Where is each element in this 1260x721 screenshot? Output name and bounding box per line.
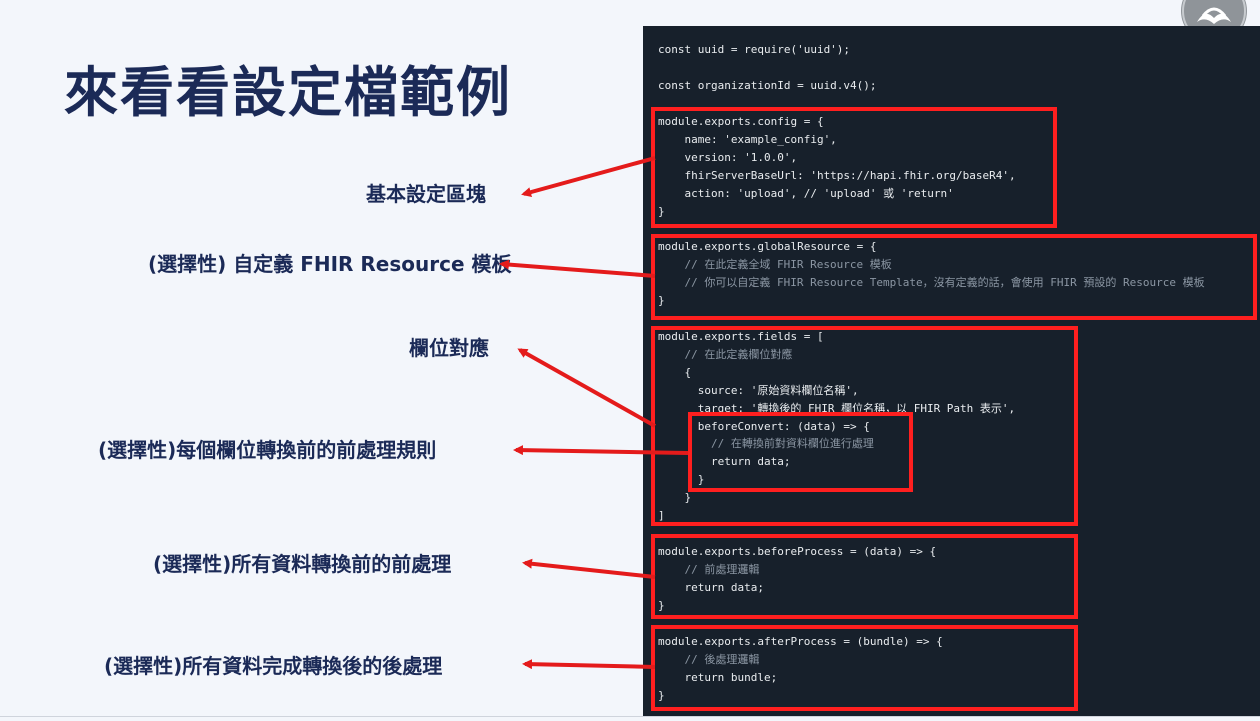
- code-line: source: '原始資料欄位名稱',: [658, 383, 859, 397]
- highlight-before-convert-box: [688, 412, 913, 492]
- code-line: return data;: [658, 455, 791, 469]
- code-before-process-block: module.exports.beforeProcess = (data) =>…: [658, 543, 936, 615]
- code-line: return data;: [658, 580, 764, 594]
- code-fields-block: module.exports.fields = [ // 在此定義欄位對應 { …: [658, 328, 1015, 525]
- arrow-before-convert: [513, 445, 689, 456]
- code-after-process-block: module.exports.afterProcess = (bundle) =…: [658, 633, 943, 705]
- highlight-config-box: [651, 107, 1057, 228]
- arrow-global-resource: [499, 259, 656, 278]
- label-field-mapping: 欄位對應: [409, 336, 489, 360]
- label-before-convert: (選擇性)每個欄位轉換前的前處理規則: [98, 438, 437, 462]
- code-comment: // 前處理邏輯: [658, 562, 760, 576]
- label-after-process: (選擇性)所有資料完成轉換後的後處理: [104, 654, 443, 678]
- code-global-resource-block: module.exports.globalResource = { // 在此定…: [658, 238, 1205, 310]
- label-before-process: (選擇性)所有資料轉換前的前處理: [153, 552, 452, 576]
- code-line: name: 'example_config',: [658, 132, 837, 146]
- code-line: target: '轉換後的 FHIR 欄位名稱，以 FHIR Path 表示',: [658, 401, 1016, 415]
- code-line: const organizationId = uuid.v4();: [658, 78, 877, 92]
- code-line: version: '1.0.0',: [658, 150, 798, 164]
- code-line: const uuid = require('uuid');: [658, 43, 851, 56]
- code-line: beforeConvert: (data) => {: [658, 419, 870, 433]
- code-config-block: module.exports.config = { name: 'example…: [658, 113, 1016, 220]
- code-line: ]: [658, 509, 665, 523]
- code-line: module.exports.fields = [: [658, 330, 824, 343]
- code-line: }: [658, 204, 665, 218]
- code-line: module.exports.globalResource = {: [658, 240, 877, 253]
- code-line: fhirServerBaseUrl: 'https://hapi.fhir.or…: [658, 168, 1016, 182]
- code-comment: // 在此定義全域 FHIR Resource 模板: [658, 257, 892, 271]
- code-line: module.exports.beforeProcess = (data) =>…: [658, 545, 937, 558]
- code-line: }: [658, 688, 665, 702]
- code-comment: // 在轉換前對資料欄位進行處理: [658, 437, 874, 451]
- code-line: return bundle;: [658, 670, 778, 684]
- code-comment: // 你可以自定義 FHIR Resource Template，沒有定義的話，…: [658, 275, 1205, 289]
- code-header: const uuid = require('uuid'); const orga…: [658, 41, 877, 95]
- code-line: }: [658, 598, 665, 612]
- code-line: action: 'upload', // 'upload' 或 'return': [658, 186, 954, 200]
- code-comment: // 後處理邏輯: [658, 652, 760, 666]
- label-global-resource: (選擇性) 自定義 FHIR Resource 模板: [148, 252, 512, 276]
- slide-title: 來看看設定檔範例: [64, 61, 512, 124]
- arrow-field-mapping: [517, 348, 656, 428]
- slide-bottom-divider: [0, 716, 1260, 717]
- code-line: {: [658, 365, 692, 379]
- code-line: }: [658, 293, 665, 307]
- code-line: }: [658, 473, 705, 487]
- label-basic-config: 基本設定區塊: [366, 182, 486, 206]
- arrow-basic-config: [521, 156, 656, 197]
- code-comment: // 在此定義欄位對應: [658, 347, 793, 361]
- code-line: module.exports.config = {: [658, 115, 824, 128]
- code-line: module.exports.afterProcess = (bundle) =…: [658, 635, 943, 648]
- arrow-before-process: [522, 558, 656, 579]
- arrow-after-process: [522, 659, 656, 670]
- code-panel: const uuid = require('uuid'); const orga…: [643, 26, 1260, 716]
- code-line: }: [658, 491, 692, 505]
